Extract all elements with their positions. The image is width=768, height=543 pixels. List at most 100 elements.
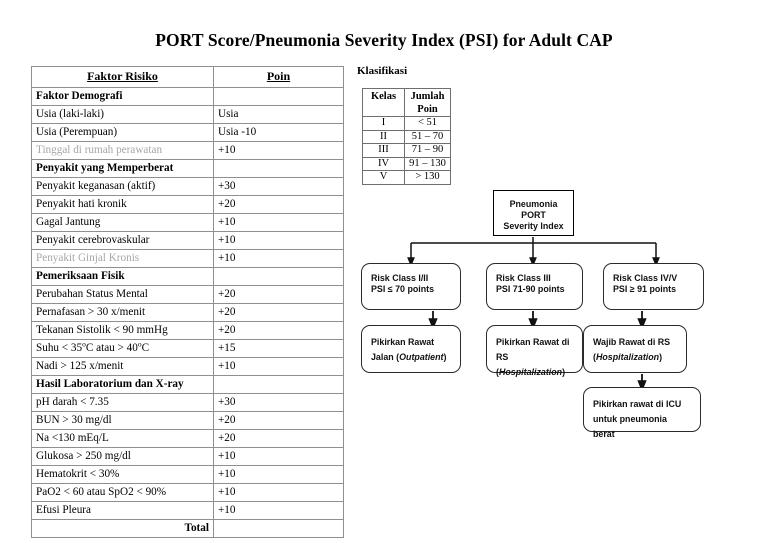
risk-factor-points: +10 [213, 231, 344, 250]
risk-factor-name: Faktor Demografi [31, 87, 214, 106]
flow-box-risk-class-2[interactable]: Risk Class III PSI 71-90 points [486, 263, 583, 310]
treatment-3-line2-emphasis: Hospitalization [595, 352, 660, 362]
risk-factor-name: Hematokrit < 30% [31, 465, 214, 484]
klasifikasi-row: I< 51 [362, 116, 451, 131]
flow-box-treatment-1[interactable]: Pikirkan Rawat Jalan (Outpatient) [361, 325, 461, 373]
icu-line2: untuk pneumonia berat [593, 414, 667, 439]
risk-factor-name: Penyakit cerebrovaskular [31, 231, 214, 250]
treatment-1-line1: Pikirkan Rawat [371, 337, 435, 347]
risk-factor-points: +10 [213, 357, 344, 376]
risk-factor-name: PaO2 < 60 atau SpO2 < 90% [31, 483, 214, 502]
risk-factor-points [213, 267, 344, 286]
flow-box-treatment-3[interactable]: Wajib Rawat di RS (Hospitalization) [583, 325, 687, 373]
risk-factor-points: +15 [213, 339, 344, 358]
table-row: Suhu < 35oC atau > 40oC+15 [31, 339, 344, 358]
risk-factor-name: Perubahan Status Mental [31, 285, 214, 304]
treatment-2-line2-emphasis: Hospitalization [498, 367, 563, 377]
treatment-1-line2-plain: Jalan ( [371, 352, 400, 362]
table-row: PaO2 < 60 atau SpO2 < 90%+10 [31, 483, 344, 502]
treatment-1-line2: Jalan (Outpatient) [371, 350, 451, 365]
icu-line1: Pikirkan rawat di ICU [593, 399, 682, 409]
table-row: Penyakit cerebrovaskular+10 [31, 231, 344, 250]
risk-factor-points: Usia -10 [213, 123, 344, 142]
risk-class-3-line1: Risk Class IV/V [613, 273, 678, 283]
klasifikasi-row: V> 130 [362, 170, 451, 185]
flow-box-root-psi[interactable]: Pneumonia PORT Severity Index [493, 190, 574, 236]
risk-class-2-line1: Risk Class III [496, 273, 551, 283]
table-row: Total [31, 519, 344, 538]
flow-root-line2: PORT [521, 210, 546, 220]
risk-factor-points: +20 [213, 195, 344, 214]
risk-factor-points: +20 [213, 411, 344, 430]
table-row: Usia (Perempuan)Usia -10 [31, 123, 344, 142]
klasifikasi-poin: > 130 [404, 170, 451, 185]
risk-class-1-line2: PSI ≤ 70 points [371, 284, 435, 294]
risk-factor-points [213, 519, 344, 538]
risk-factor-name: Usia (laki-laki) [31, 105, 214, 124]
table-row: BUN > 30 mg/dl+20 [31, 411, 344, 430]
risk-factor-points: +10 [213, 465, 344, 484]
risk-factor-points: +20 [213, 321, 344, 340]
flow-root-line3: Severity Index [503, 221, 564, 231]
risk-factor-name: Tekanan Sistolik < 90 mmHg [31, 321, 214, 340]
klasifikasi-poin: 71 – 90 [404, 143, 451, 158]
treatment-2-line2-plain: RS ( [496, 352, 509, 377]
klasifikasi-kelas: I [362, 116, 405, 131]
risk-factor-name: Usia (Perempuan) [31, 123, 214, 142]
klasifikasi-header-kelas: Kelas [362, 88, 405, 117]
klasifikasi-label: Klasifikasi [357, 65, 408, 77]
table-row: Penyakit Ginjal Kronis+10 [31, 249, 344, 268]
klasifikasi-kelas: II [362, 129, 405, 144]
risk-factor-points [213, 87, 344, 106]
risk-factor-points: +10 [213, 483, 344, 502]
risk-factor-points: +10 [213, 447, 344, 466]
flow-box-treatment-2[interactable]: Pikirkan Rawat di RS (Hospitalization) [486, 325, 583, 377]
risk-factor-points: +20 [213, 303, 344, 322]
risk-factor-points [213, 375, 344, 394]
risk-factor-name: Penyakit yang Memperberat [31, 159, 214, 178]
risk-factor-points: +20 [213, 429, 344, 448]
risk-factor-points: +10 [213, 501, 344, 520]
risk-factor-name: pH darah < 7.35 [31, 393, 214, 412]
risk-factor-name: Pernafasan > 30 x/menit [31, 303, 214, 322]
table-row: Penyakit keganasan (aktif)+30 [31, 177, 344, 196]
flow-box-risk-class-1[interactable]: Risk Class I/II PSI ≤ 70 points [361, 263, 461, 310]
table-row: Glukosa > 250 mg/dl+10 [31, 447, 344, 466]
flow-box-risk-class-3[interactable]: Risk Class IV/V PSI ≥ 91 points [603, 263, 704, 310]
risk-class-2-line2: PSI 71-90 points [496, 284, 565, 294]
table-row: Pemeriksaan Fisik [31, 267, 344, 286]
table-row: Penyakit hati kronik+20 [31, 195, 344, 214]
table-row: Tekanan Sistolik < 90 mmHg+20 [31, 321, 344, 340]
treatment-2-line2-tail: ) [562, 367, 566, 377]
table-row: Usia (laki-laki)Usia [31, 105, 344, 124]
risk-class-1-line1: Risk Class I/II [371, 273, 429, 283]
table-row: Efusi Pleura+10 [31, 501, 344, 520]
klasifikasi-kelas: IV [362, 156, 405, 171]
klasifikasi-header-line2: Poin [417, 103, 438, 115]
treatment-2-line2: RS (Hospitalization) [496, 350, 573, 380]
risk-factor-points: +30 [213, 393, 344, 412]
klasifikasi-poin: 51 – 70 [404, 129, 451, 144]
flow-root-line1: Pneumonia [509, 199, 558, 209]
page-title: PORT Score/Pneumonia Severity Index (PSI… [155, 30, 613, 50]
treatment-1-line2-tail: ) [443, 352, 447, 362]
risk-factor-points [213, 159, 344, 178]
risk-factor-name: Penyakit hati kronik [31, 195, 214, 214]
risk-factor-name: Suhu < 35oC atau > 40oC [31, 339, 214, 358]
table-row: Na <130 mEq/L+20 [31, 429, 344, 448]
table-row: Penyakit yang Memperberat [31, 159, 344, 178]
flow-box-icu[interactable]: Pikirkan rawat di ICU untuk pneumonia be… [583, 387, 701, 439]
klasifikasi-kelas: III [362, 143, 405, 158]
risk-class-3-line2: PSI ≥ 91 points [613, 284, 677, 294]
risk-factor-points: +10 [213, 249, 344, 268]
risk-factor-name: Total [31, 519, 214, 538]
treatment-2-line1: Pikirkan Rawat di [496, 337, 570, 347]
table-row: Pernafasan > 30 x/menit+20 [31, 303, 344, 322]
table-row: Faktor Demografi [31, 87, 344, 106]
